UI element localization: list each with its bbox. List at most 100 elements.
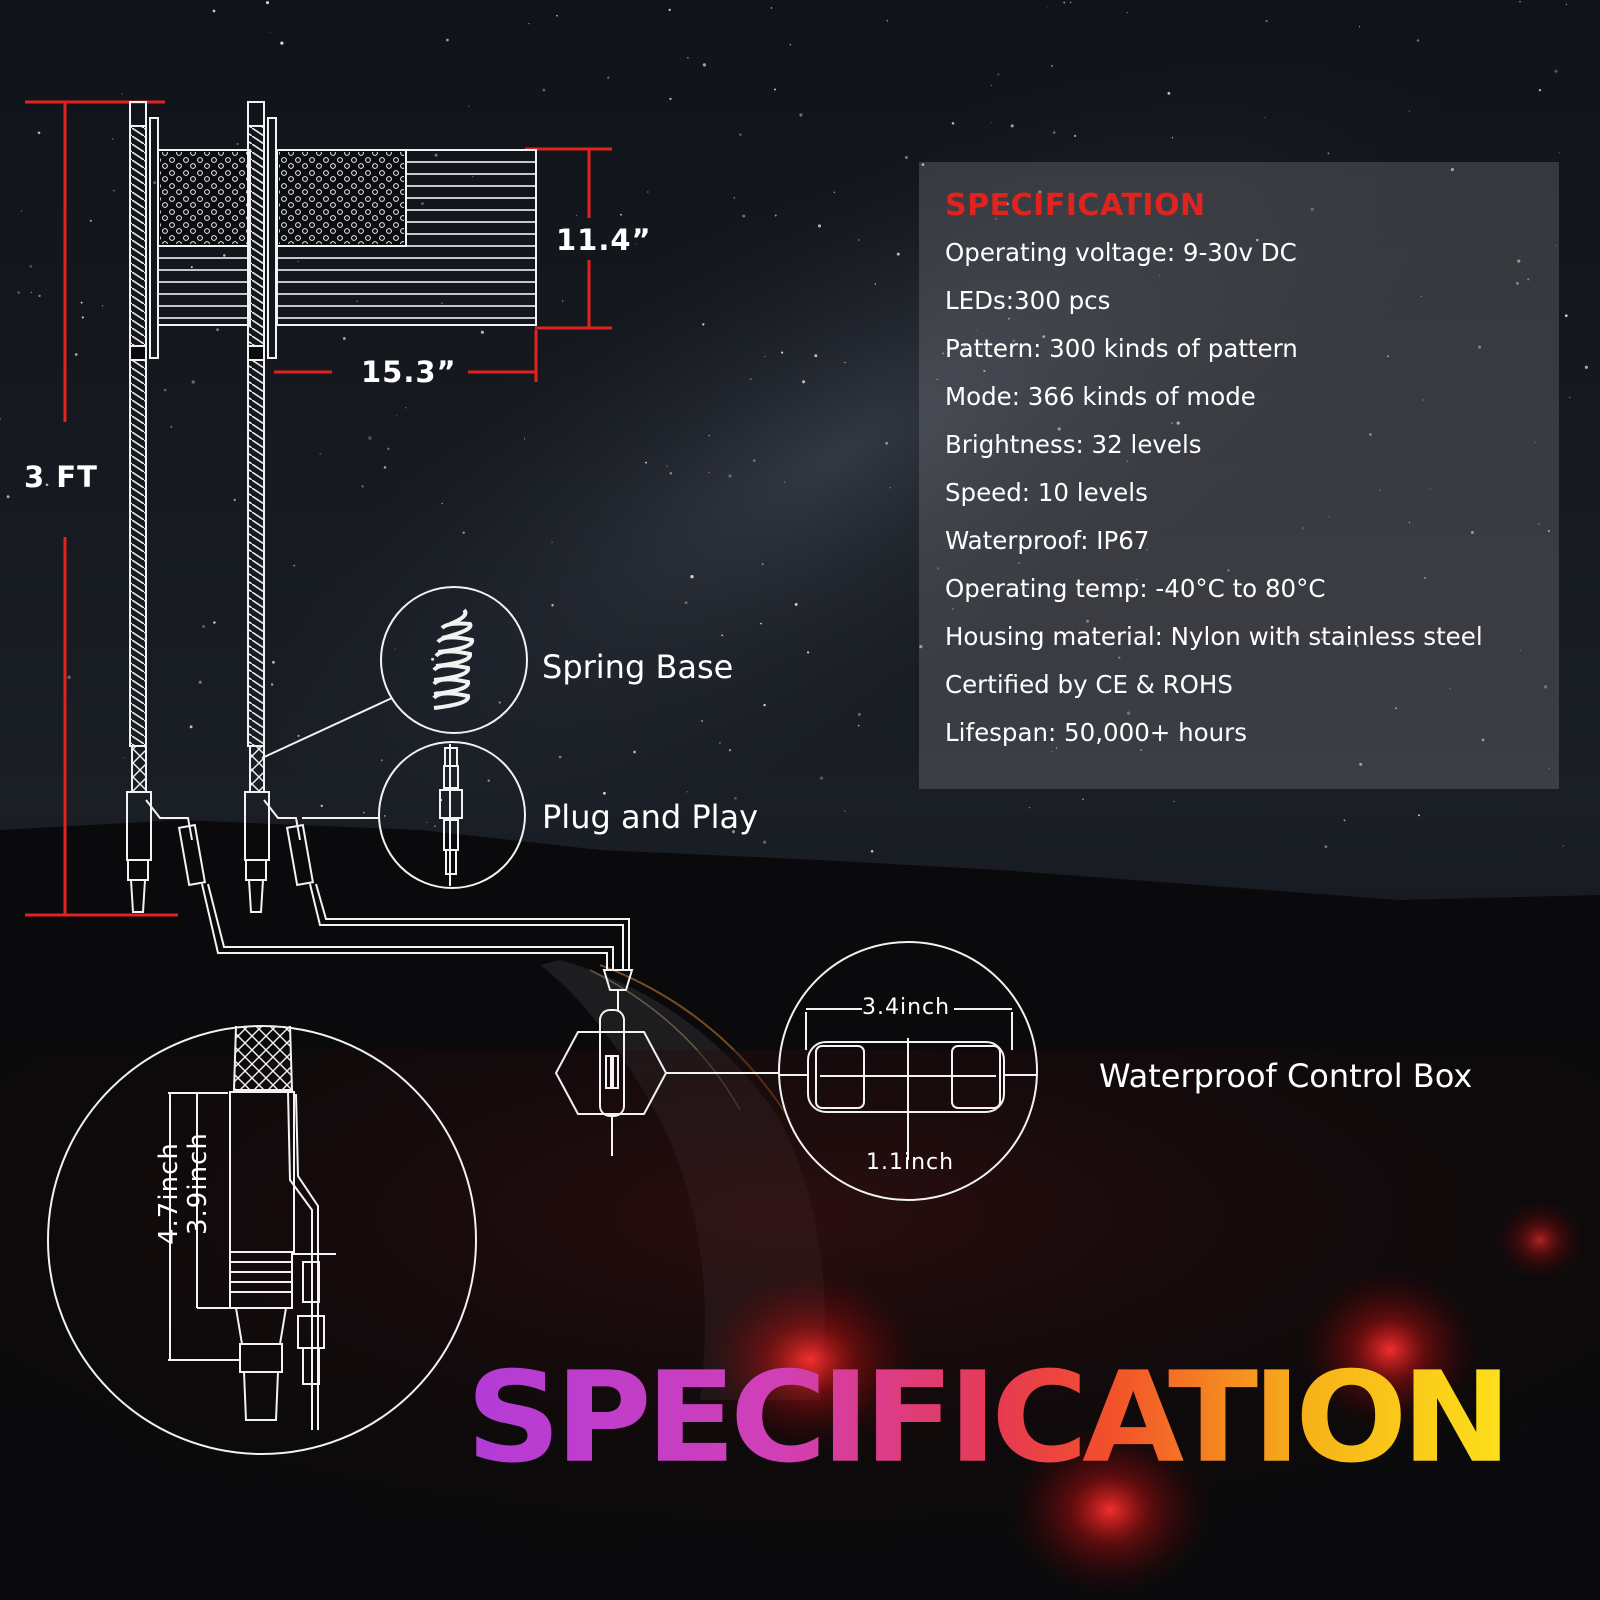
plug-and-play-label: Plug and Play — [542, 798, 759, 836]
flag-height-label: 11.4” — [556, 223, 652, 257]
star — [799, 113, 803, 117]
star — [1086, 619, 1090, 623]
star — [170, 425, 173, 428]
star — [857, 724, 860, 727]
star — [1046, 6, 1048, 8]
star — [1564, 314, 1568, 318]
flag-left — [157, 149, 251, 326]
star — [1335, 641, 1338, 644]
star — [942, 352, 944, 355]
star — [1519, 649, 1521, 651]
star — [233, 498, 236, 502]
star — [80, 301, 83, 304]
star — [1359, 762, 1363, 766]
spec-line: Certified by CE & ROHS — [945, 670, 1233, 699]
spec-line: Waterproof: IP67 — [945, 526, 1150, 555]
specification-banner: SPECIFICATION — [466, 1355, 1576, 1480]
star — [1517, 259, 1521, 263]
spec-line: Brightness: 32 levels — [945, 430, 1202, 459]
star — [784, 481, 786, 483]
base-detail — [47, 1025, 477, 1455]
star — [1167, 91, 1171, 95]
star — [1527, 278, 1530, 281]
spec-line: Pattern: 300 kinds of pattern — [945, 334, 1298, 363]
star — [870, 850, 874, 853]
star — [1082, 798, 1084, 800]
spec-line: LEDs:300 pcs — [945, 286, 1111, 315]
star — [728, 749, 732, 752]
star — [1159, 274, 1161, 276]
star — [1126, 711, 1131, 715]
star — [937, 567, 940, 570]
star — [1543, 685, 1548, 689]
star — [189, 725, 193, 729]
star — [990, 84, 993, 87]
star — [1327, 152, 1330, 155]
star — [951, 607, 955, 611]
star — [575, 214, 578, 217]
star — [620, 213, 622, 216]
star — [666, 465, 668, 467]
star — [198, 680, 202, 684]
star — [551, 604, 554, 607]
star — [1558, 152, 1561, 154]
star — [690, 575, 694, 579]
star — [742, 214, 746, 218]
star — [781, 351, 784, 354]
star — [1356, 644, 1359, 648]
star — [733, 197, 736, 199]
star — [1272, 594, 1275, 597]
star — [773, 88, 777, 91]
star — [1007, 317, 1010, 320]
star — [1555, 244, 1557, 247]
star — [462, 531, 465, 534]
star — [857, 239, 860, 241]
star — [361, 485, 364, 488]
star — [1565, 3, 1568, 6]
star — [293, 564, 295, 567]
star — [1173, 800, 1175, 802]
star — [752, 459, 756, 462]
star — [1386, 355, 1389, 358]
star — [645, 461, 647, 464]
spec-panel-title: SPECIFICATION — [945, 188, 1206, 223]
star — [770, 7, 773, 9]
star — [702, 323, 705, 326]
star — [669, 97, 672, 101]
dimension-lines — [25, 100, 612, 917]
spec-line: Speed: 10 levels — [945, 478, 1148, 507]
star — [1256, 238, 1259, 242]
star — [1562, 845, 1565, 847]
control-box-label: Waterproof Control Box — [1099, 1057, 1473, 1095]
box-diameter-label: 1.1inch — [866, 1150, 955, 1175]
star — [728, 474, 732, 478]
star — [191, 380, 195, 384]
star — [686, 791, 688, 793]
control-box-small — [554, 1009, 780, 1156]
star — [774, 214, 777, 217]
star — [562, 300, 564, 302]
star — [997, 73, 1000, 76]
star — [542, 88, 546, 92]
star — [718, 741, 721, 745]
star — [1358, 26, 1361, 28]
star — [426, 821, 428, 824]
star — [37, 131, 41, 135]
star — [1140, 749, 1143, 751]
star — [20, 210, 23, 212]
star — [819, 776, 824, 780]
star — [112, 138, 114, 140]
star — [721, 634, 724, 637]
star — [1010, 124, 1014, 128]
star — [708, 434, 710, 437]
star — [668, 8, 671, 12]
star — [405, 407, 407, 409]
spec-line: Housing material: Nylon with stainless s… — [945, 622, 1483, 651]
star — [1264, 116, 1266, 119]
star — [1538, 89, 1541, 92]
star — [153, 181, 157, 185]
star — [1233, 631, 1237, 635]
star — [1018, 562, 1020, 564]
star — [1368, 432, 1372, 436]
star — [1055, 747, 1058, 749]
